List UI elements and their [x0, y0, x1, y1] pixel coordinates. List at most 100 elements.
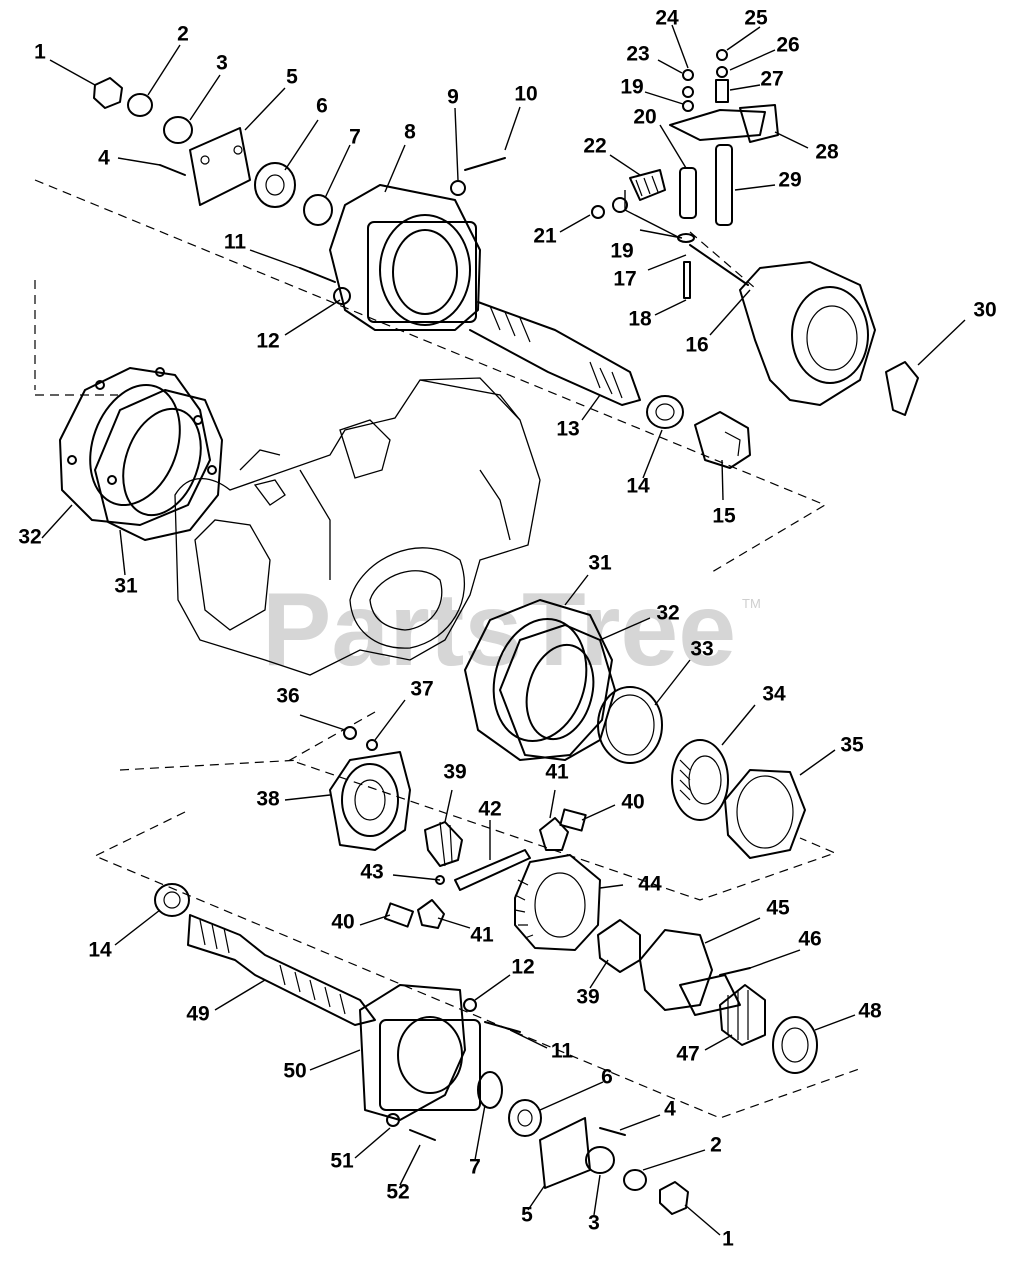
- callout-5: 5: [286, 66, 298, 89]
- callout-20: 20: [633, 106, 656, 129]
- callout-6-lower: 6: [601, 1066, 613, 1089]
- callout-4: 4: [98, 147, 110, 170]
- callout-30: 30: [973, 299, 996, 322]
- spider-gears: [383, 808, 587, 929]
- callout-38: 38: [256, 788, 280, 811]
- hardware-top-left: [93, 77, 506, 305]
- callout-41-lower: 41: [470, 924, 494, 947]
- callout-2: 2: [177, 23, 189, 46]
- callout-44: 44: [638, 873, 662, 896]
- coupler-15: [694, 411, 751, 469]
- callout-13: 13: [556, 418, 579, 441]
- callout-47: 47: [676, 1043, 699, 1066]
- callout-15: 15: [712, 505, 736, 528]
- callout-42: 42: [478, 798, 501, 821]
- callout-21: 21: [533, 225, 557, 248]
- callout-45: 45: [766, 897, 790, 920]
- callout-5-lower: 5: [521, 1204, 533, 1227]
- callout-48: 48: [858, 1000, 882, 1023]
- callout-19-lower: 19: [610, 240, 633, 263]
- gasket-middle: [464, 599, 616, 761]
- leader-lines: [41, 24, 966, 1236]
- seal-48: [772, 1016, 818, 1074]
- callout-32-right: 32: [656, 602, 679, 625]
- callout-17: 17: [613, 268, 636, 291]
- callout-7-lower: 7: [469, 1156, 481, 1179]
- bearing-14-top: [646, 395, 684, 429]
- callout-numbers: 1 2 3 4 5 6 7 8 9 10 11 12 13 14 15 16 1…: [18, 7, 996, 1251]
- callout-4-lower: 4: [664, 1098, 676, 1121]
- callout-12-lower: 12: [511, 956, 534, 979]
- axle-cover-top: [329, 184, 481, 331]
- callout-1: 1: [34, 41, 46, 64]
- callout-32-left: 32: [18, 526, 41, 549]
- pinion-39-lower: [597, 919, 641, 973]
- callout-36: 36: [276, 685, 299, 708]
- callout-34: 34: [762, 683, 786, 706]
- callout-51: 51: [330, 1150, 354, 1173]
- callout-35: 35: [840, 734, 864, 757]
- hardware-bottom: [477, 1071, 689, 1215]
- axle-shaft-lower: [187, 914, 376, 1026]
- gasket-left-outer: [59, 367, 211, 526]
- callout-28: 28: [815, 141, 839, 164]
- hub-45: [639, 929, 751, 1016]
- callout-22: 22: [583, 135, 606, 158]
- callout-11: 11: [224, 231, 247, 254]
- callout-25: 25: [744, 7, 768, 30]
- callout-31-right: 31: [588, 552, 612, 575]
- callout-39-lower: 39: [576, 986, 599, 1009]
- callout-23: 23: [626, 43, 649, 66]
- bevel-gear-39: [424, 821, 463, 867]
- callout-33: 33: [690, 638, 713, 661]
- callout-2-lower: 2: [710, 1134, 722, 1157]
- callout-40-lower: 40: [331, 911, 354, 934]
- callout-12: 12: [256, 330, 279, 353]
- callout-52: 52: [386, 1181, 409, 1204]
- gasket-35: [724, 769, 806, 859]
- bearing-race-33: [597, 686, 663, 764]
- callout-9: 9: [447, 86, 459, 109]
- callout-19-upper: 19: [620, 76, 643, 99]
- bearing-34: [671, 739, 729, 821]
- callout-6: 6: [316, 95, 328, 118]
- differential-cover-38: [329, 726, 411, 851]
- callout-49: 49: [186, 1003, 209, 1026]
- callout-1-lower: 1: [722, 1228, 734, 1251]
- callout-39-upper: 39: [443, 761, 466, 784]
- callout-27: 27: [760, 68, 783, 91]
- callout-26: 26: [776, 34, 799, 57]
- bearing-47: [719, 984, 766, 1046]
- callout-11-lower: 11: [551, 1040, 574, 1063]
- callout-50: 50: [283, 1060, 306, 1083]
- transaxle-housing: [174, 377, 541, 676]
- callout-3: 3: [216, 52, 228, 75]
- callout-46: 46: [798, 928, 821, 951]
- callout-14-lower: 14: [88, 939, 112, 962]
- watermark: PartsTree TM: [262, 572, 761, 688]
- shift-linkage: [591, 49, 919, 416]
- callout-37: 37: [410, 678, 433, 701]
- callout-41-upper: 41: [545, 761, 569, 784]
- pin-42: [454, 849, 531, 891]
- callout-24: 24: [655, 7, 679, 30]
- callout-29: 29: [778, 169, 801, 192]
- callout-3-lower: 3: [588, 1212, 600, 1235]
- callout-7: 7: [349, 126, 361, 149]
- callout-8: 8: [404, 121, 416, 144]
- callout-43: 43: [360, 861, 383, 884]
- ring-gear-44: [514, 854, 601, 951]
- callout-31-left: 31: [114, 575, 138, 598]
- callout-40-upper: 40: [621, 791, 644, 814]
- axle-cover-lower-50: [359, 984, 521, 1141]
- bearing-14-lower: [154, 883, 190, 917]
- watermark-trademark: TM: [742, 596, 761, 611]
- callout-14: 14: [626, 475, 650, 498]
- watermark-text: PartsTree: [262, 572, 736, 688]
- axle-shaft-top: [469, 301, 641, 406]
- callout-10: 10: [514, 83, 537, 106]
- gasket-left-inner: [94, 389, 223, 541]
- callout-16: 16: [685, 334, 708, 357]
- assembly-axes: [34, 179, 863, 1119]
